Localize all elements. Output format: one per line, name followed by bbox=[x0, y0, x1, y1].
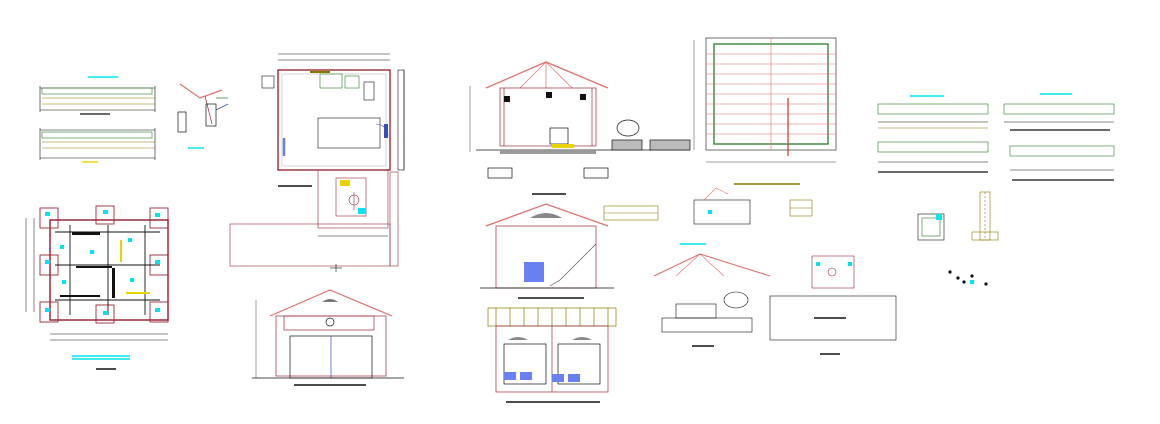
roof-plan bbox=[693, 37, 837, 185]
floor-plan bbox=[229, 53, 405, 272]
rear-elevation bbox=[487, 307, 617, 403]
column-footing-details bbox=[917, 191, 999, 286]
building-cross-section bbox=[469, 61, 691, 195]
foundation-column-plan bbox=[25, 205, 169, 370]
side-section-stairs bbox=[480, 203, 614, 299]
beam-section-details-right bbox=[877, 93, 1115, 181]
misc-construction-details bbox=[603, 187, 897, 355]
beam-section-details-left bbox=[39, 76, 156, 163]
front-elevation bbox=[252, 289, 404, 386]
eave-gutter-detail bbox=[177, 83, 229, 149]
